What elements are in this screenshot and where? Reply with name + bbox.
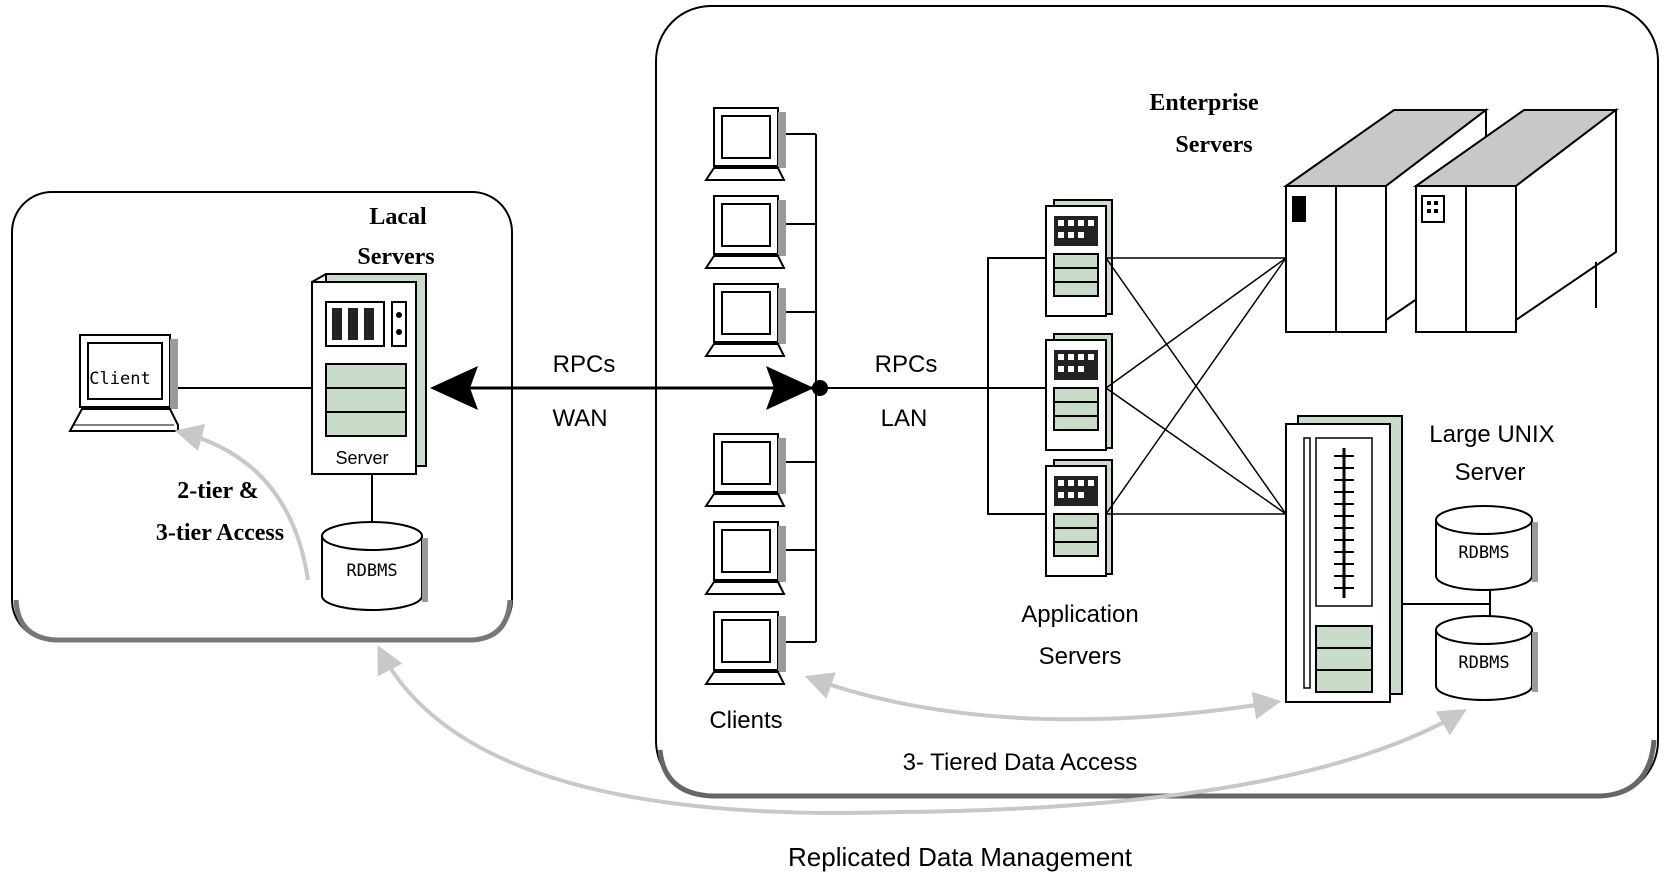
two-tier-access-arrow	[174, 423, 310, 581]
enterprise-server-icon	[1412, 107, 1619, 333]
clients-label: Clients	[709, 707, 782, 734]
client-computer-icon	[704, 283, 786, 357]
large-unix-label-line1: Large UNIX	[1429, 421, 1554, 448]
unix-rdbms-top-label: RDBMS	[1458, 543, 1509, 563]
client-computer-icon	[704, 611, 786, 685]
local-rdbms-label: RDBMS	[346, 561, 397, 581]
unix-server-icon	[1285, 415, 1403, 703]
three-tiered-label: 3- Tiered Data Access	[903, 749, 1138, 776]
database-icon	[1435, 505, 1538, 591]
client-computer-icon	[68, 334, 179, 432]
local-servers-title-line1: Lacal	[369, 204, 427, 230]
large-unix-label-line2: Server	[1455, 459, 1526, 486]
app-servers-label-line2: Servers	[1039, 643, 1122, 670]
client-computer-icon	[704, 195, 786, 269]
application-server-icon	[1045, 459, 1113, 577]
database-icon	[321, 521, 428, 611]
server-cross-links	[1105, 257, 1287, 515]
local-servers-title-line2: Servers	[357, 244, 434, 270]
lan-label: LAN	[881, 405, 928, 432]
client-computer-icon	[704, 521, 786, 595]
arrow-icon	[766, 366, 814, 410]
server-box-label: Server	[335, 448, 388, 468]
enterprise-servers-label-line2: Servers	[1175, 132, 1252, 158]
wan-label: WAN	[552, 405, 607, 432]
enterprise-servers-label-line1: Enterprise	[1149, 90, 1259, 116]
two-three-tier-label-line2: 3-tier Access	[156, 520, 284, 546]
replicated-data-arrow	[377, 645, 1467, 816]
app-servers-label-line1: Application	[1021, 601, 1138, 628]
two-three-tier-label-line1: 2-tier &	[177, 478, 259, 504]
local-server-icon	[311, 273, 427, 475]
app-server-bracket	[987, 257, 1046, 515]
client-screen-label: Client	[89, 369, 150, 389]
client-computer-icon	[704, 107, 786, 181]
client-computer-icon	[704, 433, 786, 507]
application-server-icon	[1045, 199, 1113, 317]
replicated-label: Replicated Data Management	[788, 842, 1133, 872]
arrow-icon	[430, 366, 478, 410]
application-server-icon	[1045, 333, 1113, 451]
rpcs-wan-label: RPCs	[553, 351, 616, 378]
unix-rdbms-bottom-label: RDBMS	[1458, 653, 1509, 673]
rpcs-lan-label: RPCs	[875, 351, 938, 378]
